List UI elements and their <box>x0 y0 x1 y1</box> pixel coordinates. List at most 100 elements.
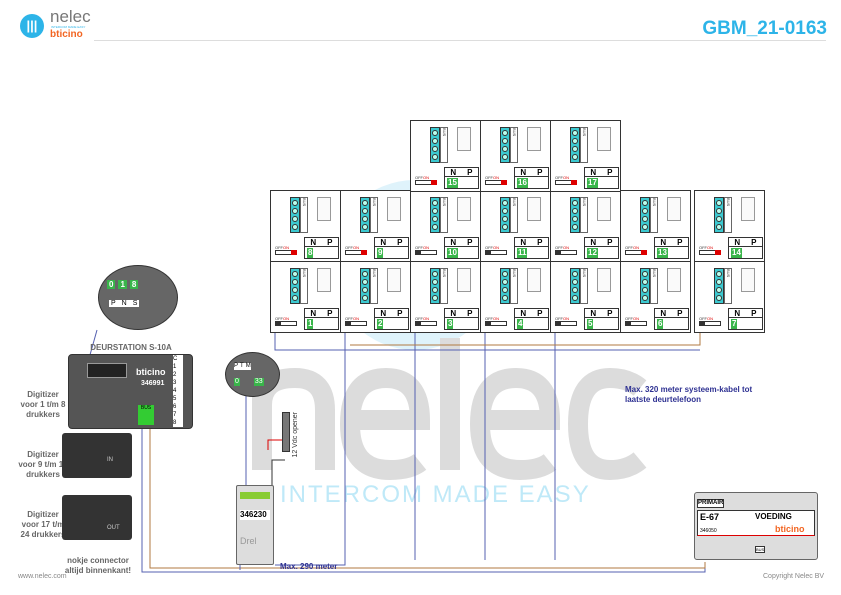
unit-number[interactable]: 1 <box>307 319 314 329</box>
handset-icon <box>457 197 471 221</box>
terminal-label: BUS <box>580 268 588 304</box>
termination-switch[interactable]: OFFON <box>485 317 511 326</box>
bus-terminal-block <box>430 197 440 233</box>
unit-number[interactable]: 3 <box>447 319 454 329</box>
in-label: IN <box>107 457 113 463</box>
unit-number[interactable]: 9 <box>377 248 384 258</box>
switch-label: N <box>121 300 127 307</box>
handset-icon <box>457 127 471 151</box>
unit-number[interactable]: 6 <box>657 319 664 329</box>
psu-brand: bticino <box>775 524 805 534</box>
unit-number[interactable]: 10 <box>447 248 458 258</box>
p-label: P <box>607 309 613 318</box>
bus-terminal-block <box>430 268 440 304</box>
p-label: P <box>467 309 473 318</box>
header-divider <box>94 40 826 41</box>
switch-off-label: OFF <box>485 175 493 180</box>
unit-number[interactable]: 7 <box>731 319 738 329</box>
handset-icon <box>317 197 331 221</box>
termination-switch[interactable]: OFFON <box>625 316 651 326</box>
termination-switch[interactable]: OFFON <box>555 316 581 326</box>
terminal-label: BUS <box>440 268 448 304</box>
unit-number[interactable]: 4 <box>517 319 524 329</box>
termination-switch[interactable]: OFFON <box>275 317 301 326</box>
unit-number[interactable]: 2 <box>377 319 384 329</box>
unit-number[interactable]: 8 <box>307 248 314 258</box>
termination-switch[interactable]: OFFON <box>555 175 581 185</box>
terminal-label: BUS <box>580 127 588 163</box>
dip-digit[interactable]: 0 <box>234 378 240 386</box>
bus-terminal-block <box>430 127 440 163</box>
n-label: N <box>590 238 597 247</box>
terminal-label: 2 <box>173 372 177 378</box>
termination-switch[interactable]: OFFON <box>699 317 725 326</box>
termination-switch[interactable]: OFFON <box>415 176 441 185</box>
termination-switch[interactable]: OFFON <box>345 246 371 255</box>
termination-switch[interactable]: OFFON <box>275 246 301 255</box>
termination-switch[interactable]: OFFON <box>555 245 581 255</box>
termination-switch[interactable]: OFFON <box>415 246 441 255</box>
n-label: N <box>380 309 387 318</box>
n-label: N <box>590 168 597 177</box>
unit-number[interactable]: 15 <box>447 178 458 188</box>
copyright: Copyright Nelec BV <box>763 573 825 580</box>
unit-number[interactable]: 11 <box>517 248 528 258</box>
watermark-letter-e <box>339 367 431 481</box>
handset-icon <box>527 268 541 292</box>
unit-number[interactable]: 12 <box>587 248 598 258</box>
digitizer-label: Digitizer voor 17 t/m 24 drukkers <box>20 510 66 539</box>
handset-icon <box>387 197 401 221</box>
unit-number[interactable]: 13 <box>657 248 668 258</box>
switch-off-label: OFF <box>555 245 563 250</box>
switch-on-label: ON <box>563 175 569 180</box>
switch-on-label: ON <box>353 316 359 321</box>
logo-brand: nelec <box>50 7 91 26</box>
termination-switch[interactable]: OFFON <box>345 316 371 326</box>
termination-switch[interactable]: OFFON <box>415 317 441 326</box>
dip-digit[interactable]: 8 <box>129 280 139 289</box>
psu-model: E-67 <box>700 512 720 522</box>
bus-terminal-block <box>500 197 510 233</box>
bus-terminal: BUS <box>138 405 154 425</box>
terminal-label: 6 <box>173 404 177 410</box>
unit-number[interactable]: 17 <box>587 178 598 188</box>
termination-switch[interactable]: OFFON <box>625 246 651 255</box>
p-label: P <box>467 168 473 177</box>
p-label: P <box>537 309 543 318</box>
handset-icon <box>741 197 755 221</box>
termination-switch[interactable]: OFFON <box>485 246 511 255</box>
unit-number[interactable]: 14 <box>731 248 742 258</box>
dip-digit[interactable]: 1 <box>118 280 127 289</box>
termination-switch[interactable]: OFFON <box>485 175 511 185</box>
dip-digit[interactable]: 33 <box>253 378 264 386</box>
bus-label: BUS <box>140 405 152 411</box>
p-label: P <box>537 238 543 247</box>
terminal-label: 3 <box>173 380 177 386</box>
handset-icon <box>597 127 611 151</box>
relay-model: 346230 <box>240 510 270 520</box>
switch-off-label: OFF <box>699 245 707 250</box>
bus-terminal-block <box>500 127 510 163</box>
unit-number[interactable]: 5 <box>587 319 594 329</box>
handset-icon <box>387 268 401 292</box>
terminal-label: BUS <box>510 268 518 304</box>
switch-off-label: OFF <box>555 316 563 321</box>
dip-digit[interactable]: 0 <box>107 280 116 289</box>
unit-number[interactable]: 16 <box>517 178 528 188</box>
termination-switch[interactable]: OFFON <box>699 245 725 255</box>
website[interactable]: www.nelec.com <box>18 573 67 580</box>
switch-on-label: ON <box>633 316 639 321</box>
digitizer-1: IN <box>62 433 132 478</box>
n-label: N <box>590 309 597 318</box>
n-label: N <box>734 309 741 318</box>
